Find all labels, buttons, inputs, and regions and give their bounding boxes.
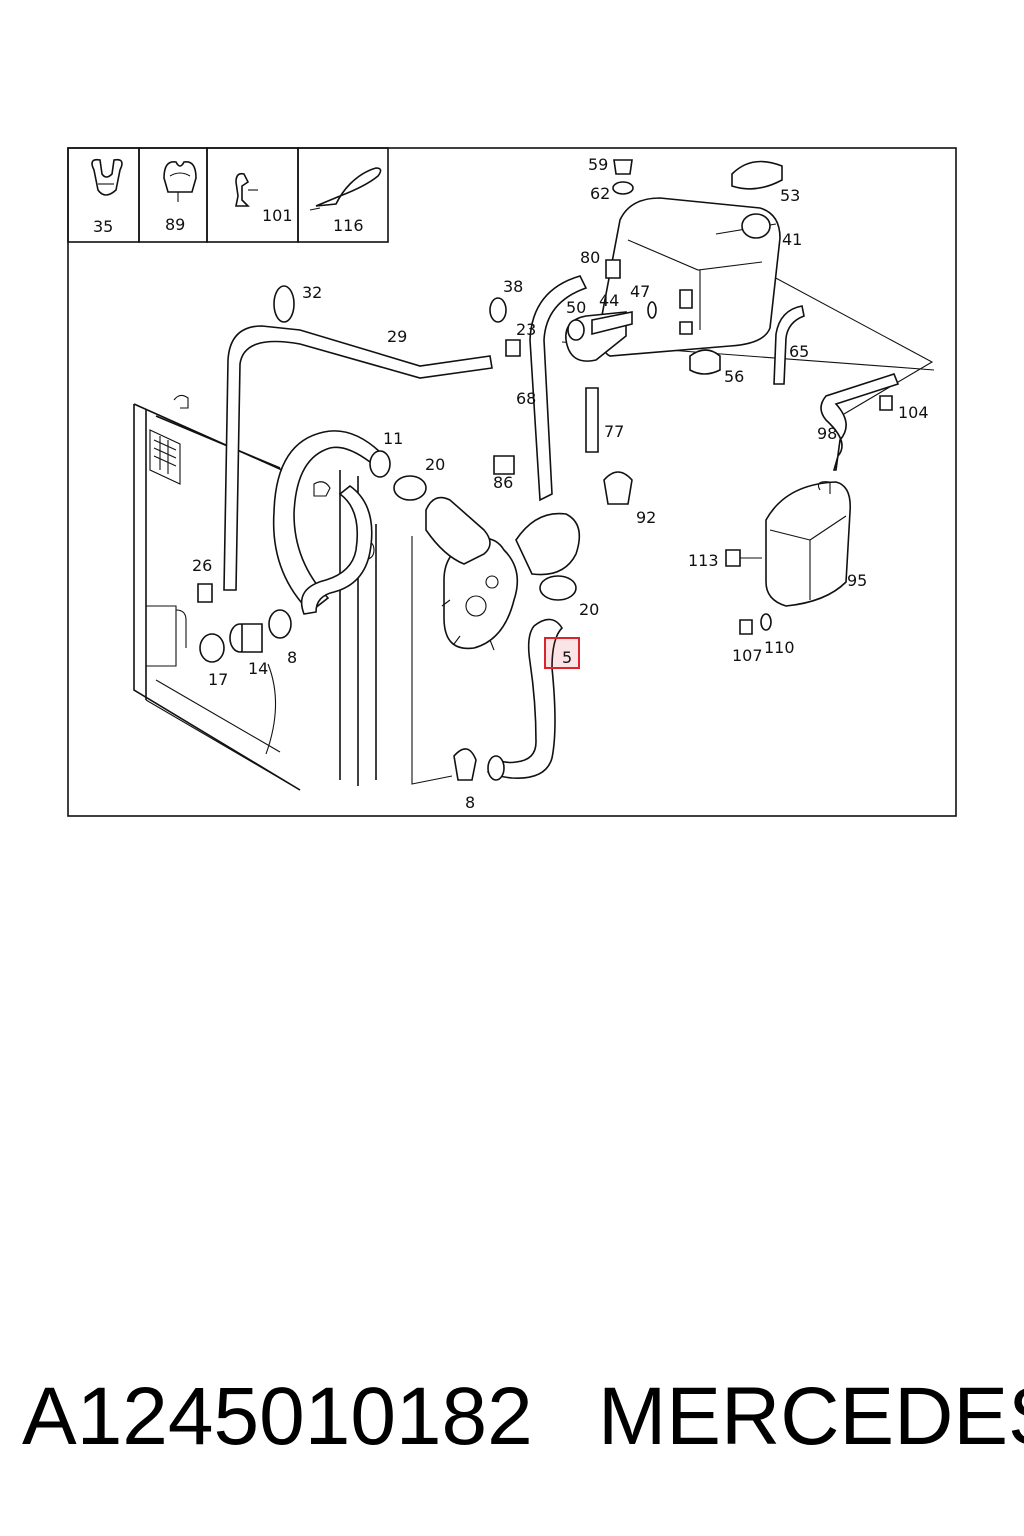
grommet-86 [493, 455, 515, 475]
parts-diagram: 35 89 101 116 [67, 147, 957, 817]
callout-62: 62 [590, 184, 610, 203]
callout-86: 86 [493, 473, 513, 492]
hose-clip-icon [91, 158, 123, 196]
callout-20-lower: 20 [579, 600, 599, 619]
callout-104: 104 [898, 403, 929, 422]
legend-label-35: 35 [93, 217, 113, 236]
clamp-23 [505, 339, 521, 357]
nut-107 [739, 619, 753, 635]
callout-17: 17 [208, 670, 228, 689]
sensor-41 [741, 213, 771, 239]
callout-65: 65 [789, 342, 809, 361]
callout-38: 38 [503, 277, 523, 296]
clamp-80 [605, 259, 621, 279]
double-clip-icon [163, 161, 197, 202]
legend-label-89: 89 [165, 215, 185, 234]
hose-29 [223, 325, 493, 591]
callout-95: 95 [847, 571, 867, 590]
callout-32: 32 [302, 283, 322, 302]
hose-5-end [487, 755, 505, 781]
clamp-17 [199, 633, 225, 663]
callout-11: 11 [383, 429, 403, 448]
callout-68: 68 [516, 389, 536, 408]
cap-53 [731, 160, 783, 190]
grommet-38 [489, 297, 507, 323]
callout-59: 59 [588, 155, 608, 174]
callout-110: 110 [764, 638, 795, 657]
hose-11-lower [300, 484, 373, 615]
callout-29: 29 [387, 327, 407, 346]
brand-name: MERCEDES [598, 1371, 1024, 1462]
clamp-20-upper [393, 475, 427, 501]
callout-80: 80 [580, 248, 600, 267]
callout-8-lower: 8 [465, 793, 475, 812]
sensor-44 [591, 311, 633, 336]
hose-98 [820, 373, 900, 471]
grommet-32 [273, 285, 295, 323]
callout-41: 41 [782, 230, 802, 249]
clamp-8-upper [268, 609, 292, 639]
callout-5: 5 [562, 648, 572, 667]
mount-56 [689, 349, 721, 375]
clip-92 [603, 471, 633, 505]
highlight-box-5 [544, 637, 580, 669]
footer-caption: A1245010182 MERCEDES [22, 1370, 1024, 1470]
callout-50: 50 [566, 298, 586, 317]
tube-77 [585, 387, 599, 453]
washer-110 [760, 613, 772, 631]
callout-8-upper: 8 [287, 648, 297, 667]
callout-113: 113 [688, 551, 719, 570]
washer-62 [612, 181, 634, 195]
clamp-20-lower [539, 575, 577, 601]
callout-14: 14 [248, 659, 268, 678]
callout-47: 47 [630, 282, 650, 301]
callout-44: 44 [599, 291, 619, 310]
legend-row: 35 89 101 116 [67, 147, 389, 243]
callout-92: 92 [636, 508, 656, 527]
cable-tie-icon [309, 167, 382, 211]
grommet-104 [879, 395, 893, 411]
bracket-clip-icon [235, 172, 258, 207]
callout-53: 53 [780, 186, 800, 205]
callout-56: 56 [724, 367, 744, 386]
hose-11-end [369, 450, 391, 478]
callout-98: 98 [817, 424, 837, 443]
sleeve-14-body [241, 623, 263, 653]
water-pump-housing [425, 496, 581, 651]
legend-label-101: 101 [262, 206, 293, 225]
callout-26: 26 [192, 556, 212, 575]
hose-68 [529, 275, 588, 502]
legend-label-116: 116 [333, 216, 364, 235]
radiator [133, 394, 377, 791]
leader-14 [265, 663, 277, 755]
clamp-8-lower [453, 748, 477, 781]
diagram-frame [67, 147, 957, 817]
hose-65 [773, 305, 805, 385]
part-number: A1245010182 [22, 1371, 533, 1462]
bolt-113 [725, 549, 741, 567]
callout-77: 77 [604, 422, 624, 441]
seal-50 [567, 319, 585, 341]
bolt-59 [613, 159, 633, 175]
callout-107: 107 [732, 646, 763, 665]
callout-20-upper: 20 [425, 455, 445, 474]
oring-47 [647, 301, 657, 319]
callout-23: 23 [516, 320, 536, 339]
reservoir-95 [765, 481, 852, 607]
clamp-26 [197, 583, 213, 603]
tank-fittings [679, 289, 693, 335]
